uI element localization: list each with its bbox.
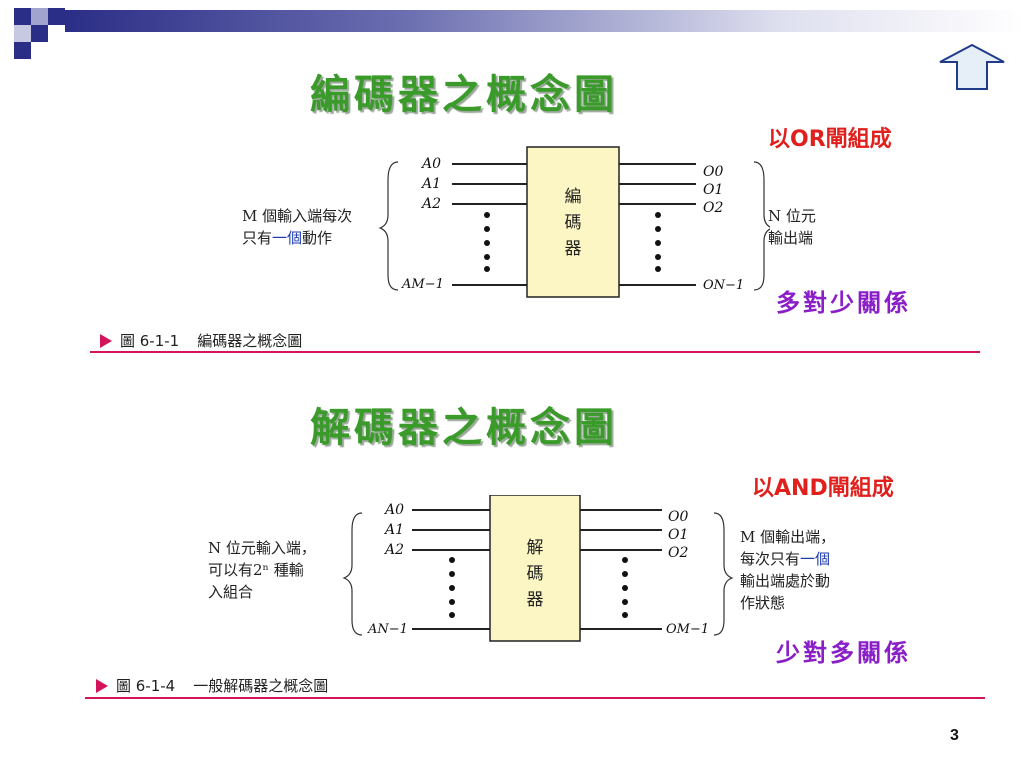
decoder-output-0: O0 <box>668 509 688 525</box>
encoder-output-last: ON−1 <box>703 278 744 293</box>
encoder-caption-fig: 圖 6-1-1 <box>120 332 180 350</box>
caption-arrow-icon <box>96 679 108 693</box>
decoder-left-line3: 入組合 <box>208 583 254 601</box>
decoder-caption: 圖 6-1-4 一般解碼器之概念圖 <box>96 675 328 696</box>
decoder-relation: 少對多關係 <box>776 638 911 667</box>
encoder-right-text: N 位元 輸出端 <box>768 205 816 249</box>
decoder-right-line3: 輸出端處於動 <box>740 572 831 590</box>
decoder-caption-text: 一般解碼器之概念圖 <box>193 677 329 695</box>
decoder-left-line2: 可以有2ⁿ 種輸 <box>208 561 304 579</box>
header-band <box>65 10 1024 32</box>
decoder-right-text: M 個輸出端， 每次只有一個 輸出端處於動 作狀態 <box>740 526 835 614</box>
encoder-output-2: O2 <box>703 200 723 216</box>
page-number: 3 <box>950 727 959 744</box>
decoder-left-text: N 位元輸入端， 可以有2ⁿ 種輸 入組合 <box>208 537 316 603</box>
encoder-caption: 圖 6-1-1 編碼器之概念圖 <box>100 330 302 351</box>
decoder-caption-fig: 圖 6-1-4 <box>116 677 176 695</box>
decoder-input-1: A1 <box>383 522 404 538</box>
decoder-right-line4: 作狀態 <box>740 594 786 612</box>
decoder-caption-rule <box>85 697 985 699</box>
encoder-left-brace <box>378 161 399 291</box>
encoder-right-line2: 輸出端 <box>768 229 814 247</box>
encoder-caption-text: 編碼器之概念圖 <box>197 332 303 350</box>
decoder-box-label-1: 解 <box>527 538 544 558</box>
encoder-output-0: O0 <box>703 164 723 180</box>
decoder-box-label-2: 碼 <box>527 564 544 584</box>
encoder-left-line2a: 只有 <box>242 229 273 247</box>
decoder-box <box>489 495 581 642</box>
decoder-gate-label: 以AND閘組成 <box>752 476 894 501</box>
encoder-box-label-3: 器 <box>565 239 582 259</box>
encoder-input-0: A0 <box>420 156 441 172</box>
encoder-output-1: O1 <box>703 182 723 198</box>
decoder-output-2: O2 <box>668 545 688 561</box>
encoder-right-brace <box>753 161 770 291</box>
decoder-right-highlight: 一個 <box>800 550 831 568</box>
encoder-input-2: A2 <box>420 196 441 212</box>
decoder-title: 解碼器之概念圖 <box>310 404 618 451</box>
encoder-gate-label: 以OR閘組成 <box>768 127 892 152</box>
corner-decoration <box>0 0 90 60</box>
encoder-box-label-2: 碼 <box>565 213 582 233</box>
decoder-right-line1: M 個輸出端， <box>740 528 836 546</box>
encoder-left-text: M 個輸入端每次 只有一個動作 <box>242 205 352 249</box>
encoder-diagram: 編 碼 器 A0 A1 A2 AM−1 O0 O1 O2 ON−1 <box>378 146 770 298</box>
encoder-box-label-1: 編 <box>565 187 582 207</box>
encoder-left-line2b: 動作 <box>302 229 333 247</box>
encoder-left-highlight: 一個 <box>272 229 303 247</box>
encoder-relation: 多對少關係 <box>776 288 911 317</box>
decoder-input-last: AN−1 <box>367 622 408 637</box>
decoder-diagram: 解 碼 器 A0 A1 A2 AN−1 O0 O1 O2 OM−1 <box>342 495 734 642</box>
decoder-left-line1: N 位元輸入端， <box>208 539 316 557</box>
encoder-caption-rule <box>90 351 980 353</box>
caption-arrow-icon <box>100 334 112 348</box>
encoder-left-line1: M 個輸入端每次 <box>242 207 353 225</box>
encoder-input-last: AM−1 <box>401 277 444 292</box>
decoder-left-brace <box>342 512 363 636</box>
up-arrow-icon <box>939 43 1005 90</box>
encoder-input-1: A1 <box>420 176 441 192</box>
decoder-right-brace <box>713 512 734 636</box>
encoder-title: 編碼器之概念圖 <box>310 71 618 118</box>
encoder-box <box>526 146 620 298</box>
decoder-input-0: A0 <box>383 502 404 518</box>
encoder-right-line1: N 位元 <box>768 207 816 225</box>
decoder-right-line2a: 每次只有 <box>740 550 801 568</box>
up-arrow-button[interactable] <box>937 42 1007 92</box>
decoder-input-2: A2 <box>383 542 404 558</box>
decoder-box-label-3: 器 <box>527 590 544 610</box>
decoder-output-1: O1 <box>668 527 688 543</box>
decoder-output-last: OM−1 <box>666 622 709 637</box>
